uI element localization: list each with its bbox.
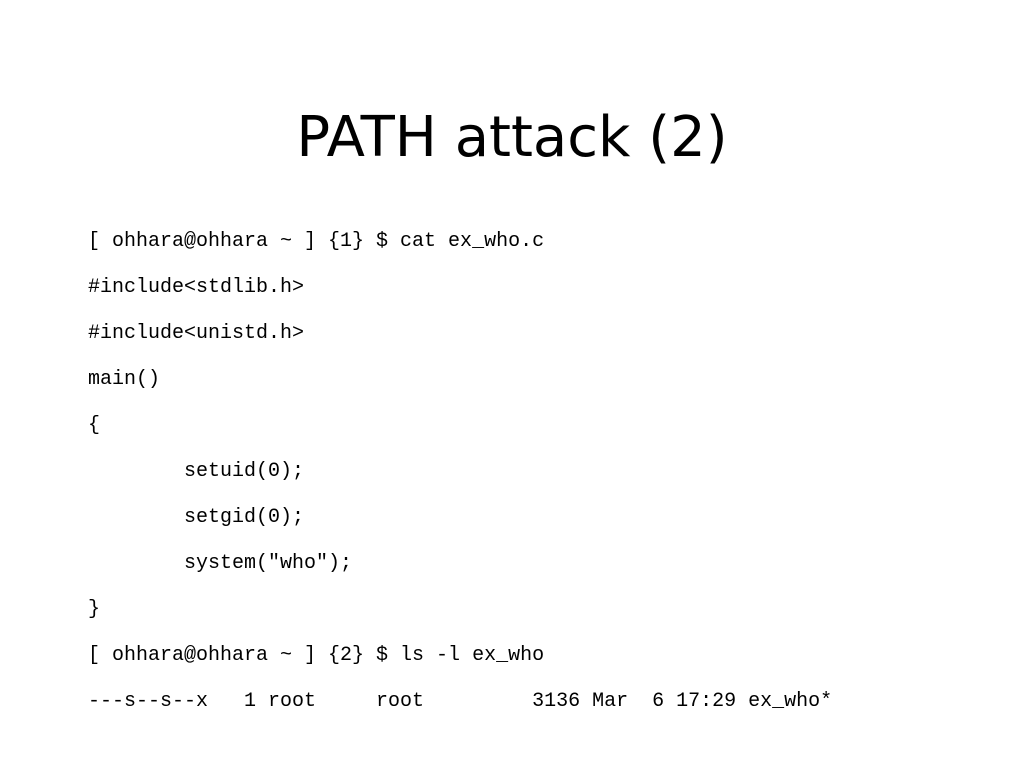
code-line-open-brace: { — [88, 414, 101, 437]
code-line-system: system("who"); — [88, 552, 353, 575]
code-line-setuid: setuid(0); — [88, 460, 305, 483]
code-line-include-unistd: #include<unistd.h> — [88, 322, 305, 345]
code-line-main: main() — [88, 368, 161, 391]
code-line-prompt-cat: [ ohhara@ohhara ~ ] {1} $ cat ex_who.c — [88, 230, 545, 253]
code-line-prompt-ls: [ ohhara@ohhara ~ ] {2} $ ls -l ex_who — [88, 644, 545, 667]
slide-title: PATH attack (2) — [296, 105, 728, 170]
code-line-include-stdlib: #include<stdlib.h> — [88, 276, 305, 299]
code-line-close-brace: } — [88, 598, 101, 621]
terminal-output: [ ohhara@ohhara ~ ] {1} $ cat ex_who.c #… — [88, 228, 938, 716]
code-line-ls-output: ---s--s--x 1 root root 3136 Mar 6 17:29 … — [88, 690, 833, 713]
code-line-setgid: setgid(0); — [88, 506, 305, 529]
